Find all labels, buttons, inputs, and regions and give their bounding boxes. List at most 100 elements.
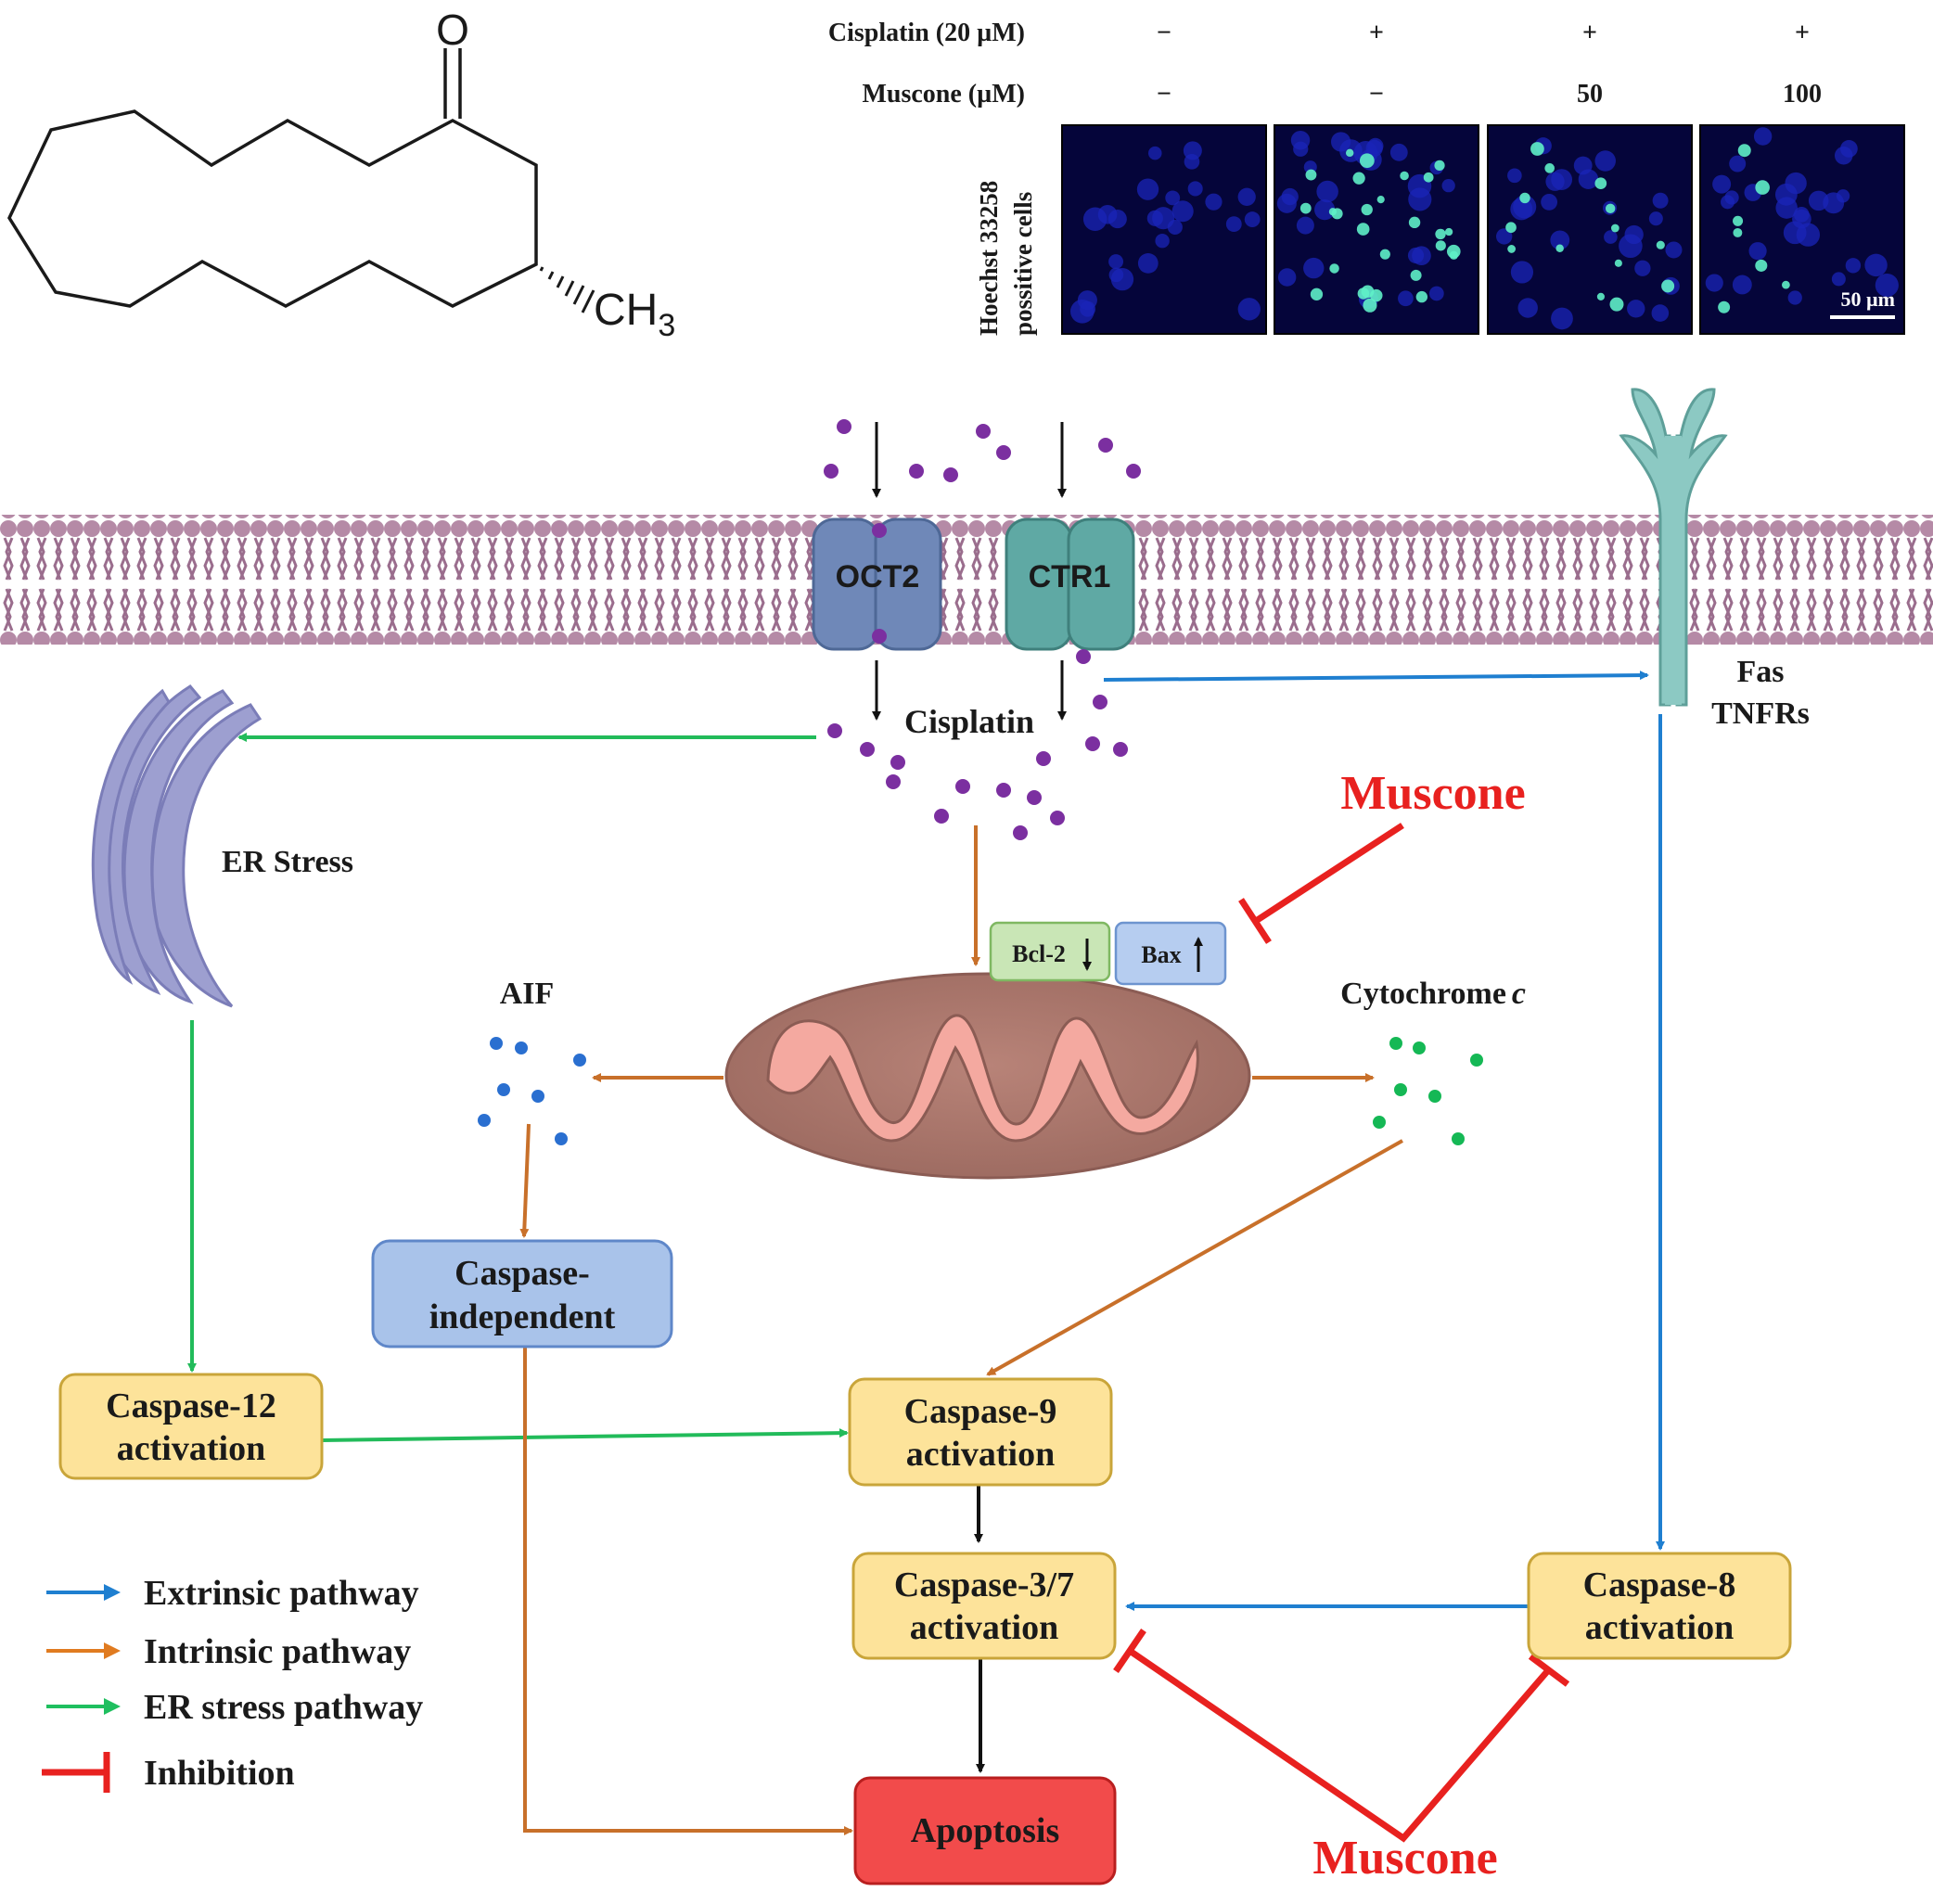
- svg-text:activation: activation: [117, 1429, 265, 1468]
- legend-label: Inhibition: [144, 1754, 295, 1793]
- oct2-transporter: OCT2: [812, 518, 942, 651]
- fluorescence-panel: [1487, 124, 1693, 335]
- cisplatin-dot: [1076, 649, 1091, 664]
- cisplatin-dot: [872, 629, 887, 644]
- fluorescence-panel: 50 µm: [1699, 124, 1905, 335]
- cisplatin-dot: [1027, 790, 1042, 805]
- er-stress-label: ER Stress: [222, 845, 353, 879]
- independent-to-apoptosis-arrow: [523, 1347, 853, 1835]
- cisplatin-dot: [1013, 825, 1028, 840]
- cisplatin-dot: [1126, 464, 1141, 479]
- aif-dot: [515, 1041, 528, 1054]
- cisplatin-dot: [1098, 438, 1113, 453]
- extrinsic-arrow-to-fas: [1103, 671, 1649, 682]
- cisplatin-dot: [1036, 751, 1051, 766]
- aif-dot: [573, 1054, 586, 1067]
- muscone-value: −: [1157, 80, 1171, 109]
- side-label-line2: possitive cells: [1009, 192, 1037, 336]
- legend-label: Extrinsic pathway: [144, 1574, 419, 1613]
- cisplatin-dot: [890, 755, 905, 770]
- aif-label: AIF: [500, 977, 555, 1011]
- cisplatin-dot: [976, 424, 991, 439]
- caspase8-inhibition-bar: [1528, 1654, 1570, 1687]
- svg-text:Caspase-9: Caspase-9: [904, 1392, 1057, 1431]
- macrocycle-ring: [7, 109, 538, 308]
- cytochrome-c-dot: [1394, 1083, 1407, 1096]
- hoechst-assay: Cisplatin (20 µM) Muscone (µM) −−+−+50+1…: [828, 19, 1905, 336]
- aif-dot: [531, 1090, 544, 1103]
- cisplatin-dot: [955, 779, 970, 794]
- legend-label: ER stress pathway: [144, 1688, 423, 1727]
- cytochrome-c-dot: [1373, 1116, 1386, 1129]
- muscone-inhibits-bax: [1254, 823, 1404, 924]
- cisplatin-value: +: [1795, 19, 1810, 47]
- svg-text:Caspase-3/7: Caspase-3/7: [894, 1565, 1074, 1604]
- svg-text:Caspase-8: Caspase-8: [1583, 1565, 1736, 1604]
- caspase-independent-node: Caspase- independent: [371, 1239, 673, 1348]
- legend-label: Intrinsic pathway: [144, 1632, 411, 1671]
- cisplatin-label: Cisplatin: [904, 703, 1034, 740]
- ctr1-label: CTR1: [1029, 559, 1111, 594]
- cisplatin-dot: [909, 464, 924, 479]
- oct2-label: OCT2: [836, 559, 920, 594]
- legend-item: ER stress pathway: [46, 1688, 423, 1727]
- inhibition-lines: [1113, 823, 1570, 1843]
- cisplatin-row-label: Cisplatin (20 µM): [828, 19, 1025, 47]
- cisplatin-dot: [1050, 811, 1065, 825]
- svg-text:independent: independent: [429, 1297, 616, 1336]
- endoplasmic-reticulum: [91, 684, 262, 1008]
- cisplatin-dot: [943, 467, 958, 482]
- cisplatin-dot: [996, 445, 1011, 460]
- muscone-structure: O CH3: [7, 6, 675, 343]
- caspase12-to-caspase9-arrow: [321, 1428, 849, 1442]
- svg-text:activation: activation: [910, 1608, 1058, 1647]
- cisplatin-dot: [860, 742, 875, 757]
- tnfr-label: TNFRs: [1711, 696, 1810, 731]
- aif-to-independent-arrow: [519, 1123, 531, 1238]
- cytochrome-c-dot: [1389, 1037, 1402, 1050]
- cytochrome-c-dot: [1470, 1054, 1483, 1067]
- aif-dot: [555, 1132, 568, 1145]
- bcl2-label: Bcl-2: [1012, 940, 1066, 967]
- muscone-row-label: Muscone (µM): [862, 80, 1025, 109]
- legend-item: Inhibition: [42, 1752, 295, 1793]
- legend-arrow-head: [104, 1584, 121, 1601]
- muscone-value: −: [1369, 80, 1384, 109]
- caspase37-node: Caspase-3/7 activation: [851, 1552, 1117, 1660]
- cisplatin-dot: [1113, 742, 1128, 757]
- cisplatin-dot: [872, 523, 887, 538]
- caspase9-node: Caspase-9 activation: [848, 1377, 1113, 1487]
- cisplatin-value: +: [1369, 19, 1384, 47]
- mitochondrion: [724, 972, 1251, 1180]
- hashed-wedge: [539, 266, 595, 313]
- muscone-value: 50: [1577, 80, 1603, 109]
- oxygen-atom: O: [436, 6, 469, 54]
- svg-text:activation: activation: [906, 1435, 1055, 1474]
- svg-text:Caspase-12: Caspase-12: [106, 1386, 276, 1425]
- bax-box: Bax: [1114, 921, 1227, 986]
- legend-item: Extrinsic pathway: [46, 1574, 419, 1613]
- caspase37-inhibition-bar: [1113, 1629, 1146, 1673]
- caspase8-node: Caspase-8 activation: [1527, 1552, 1792, 1660]
- muscone-inhibits-caspases: [1128, 1648, 1552, 1843]
- cisplatin-value: −: [1157, 19, 1171, 47]
- cisplatin-dot: [837, 419, 851, 434]
- lipid-bilayer: [0, 515, 1933, 645]
- legend-arrow-head: [104, 1698, 121, 1715]
- svg-text:Caspase-: Caspase-: [454, 1254, 590, 1293]
- apoptosis-node: Apoptosis: [853, 1776, 1117, 1885]
- cisplatin-dot: [996, 783, 1011, 798]
- aif-dot: [478, 1114, 491, 1127]
- muscone-label-top: Muscone: [1340, 767, 1525, 820]
- cytc-to-caspase9-arrow: [986, 1139, 1403, 1376]
- cytochrome-c-particles: [1373, 1037, 1483, 1145]
- bcl2-box: Bcl-2: [989, 921, 1111, 982]
- cisplatin-dot: [827, 723, 842, 738]
- fas-receptor: [1619, 388, 1728, 707]
- cisplatin-dot: [1093, 695, 1107, 709]
